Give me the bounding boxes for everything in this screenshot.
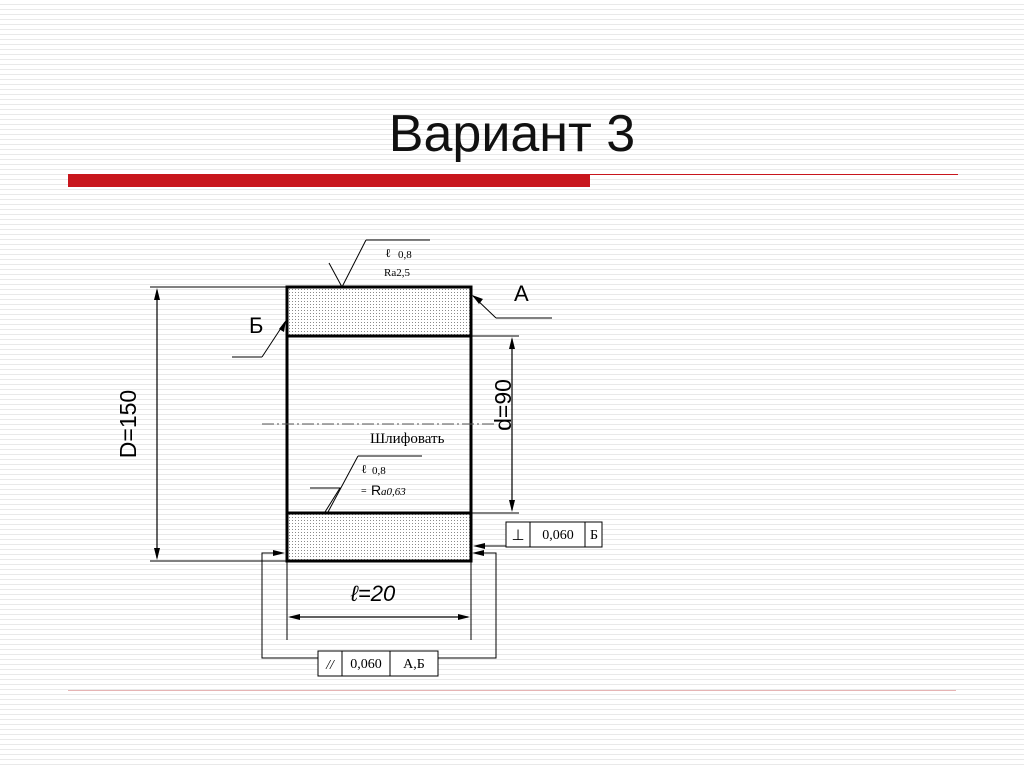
datum-b-arrow <box>279 320 286 332</box>
d150-arrow-bottom <box>154 548 160 560</box>
roughness-inner-leader <box>327 455 359 513</box>
parallel-frame <box>317 650 439 677</box>
hatched-section-top <box>287 287 471 335</box>
d150-arrow-top <box>154 288 160 300</box>
roughness-top-symbol: ℓ <box>385 246 391 260</box>
roughness-top-ra: Ra2,5 <box>384 267 410 279</box>
datum-b-label: Б <box>249 313 263 338</box>
hatched-section-bottom <box>287 514 471 561</box>
parallel-arrow-right <box>472 550 484 556</box>
roughness-inner-symbol: ℓ <box>361 462 367 476</box>
perp-datum: Б <box>590 528 598 543</box>
parallel-leader-right <box>438 552 497 659</box>
roughness-top-check-short <box>328 262 343 288</box>
parallel-leader-left <box>261 552 318 659</box>
parallel-value: 0,060 <box>350 657 382 672</box>
parallel-datum: А,Б <box>403 657 425 672</box>
roughness-inner-r: R <box>371 482 381 498</box>
perp-arrow <box>473 543 485 549</box>
roughness-inner-prefix: = <box>361 486 367 497</box>
footer-divider-line <box>68 690 956 691</box>
d90-arrow-bottom <box>509 500 515 512</box>
roughness-top-value: 0,8 <box>398 249 412 261</box>
roughness-top-check-long <box>341 239 367 288</box>
perp-value: 0,060 <box>542 528 574 543</box>
grinding-note: Шлифовать <box>370 431 445 447</box>
datum-a-label: А <box>514 281 529 306</box>
datum-a-arrow <box>472 295 483 304</box>
roughness-inner-ra: a0,63 <box>381 486 406 498</box>
l20-arrow-right <box>458 614 470 620</box>
parallel-symbol: // <box>325 658 335 673</box>
slide-title: Вариант 3 <box>388 105 636 163</box>
l20-arrow-left <box>288 614 300 620</box>
d90-label: d=90 <box>490 379 516 431</box>
parallel-arrow-left <box>273 550 285 556</box>
l20-label: ℓ=20 <box>350 581 396 606</box>
title-divider-line <box>590 174 958 175</box>
d90-arrow-top <box>509 337 515 349</box>
d150-label: D=150 <box>115 390 141 458</box>
roughness-inner-value: 0,8 <box>372 465 386 477</box>
perp-symbol: ⊥ <box>511 528 524 544</box>
roughness-inner-triangle <box>310 487 341 513</box>
perp-frame <box>505 521 603 548</box>
title-accent-bar <box>68 174 590 187</box>
